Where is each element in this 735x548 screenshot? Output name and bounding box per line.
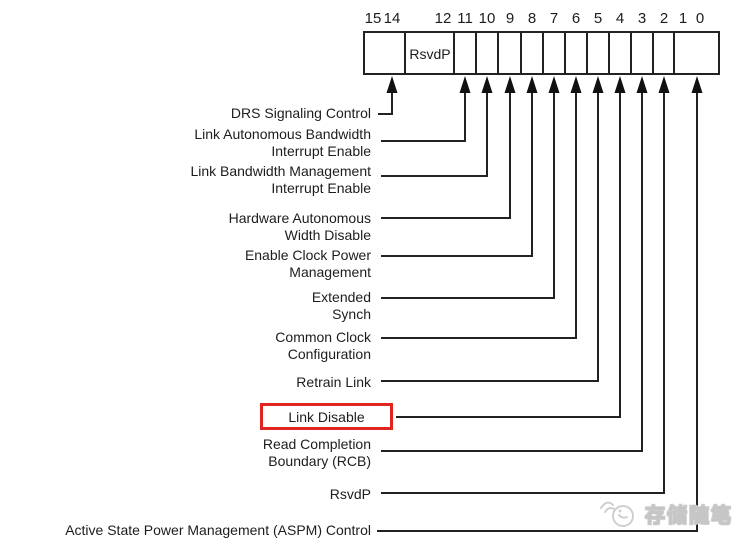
bit-number-15: 15 bbox=[364, 10, 382, 27]
bit-number-3: 3 bbox=[637, 10, 647, 27]
connector-drs-signaling-control bbox=[378, 93, 393, 115]
bit-number-1: 1 bbox=[678, 10, 688, 27]
bit-number-11: 11 bbox=[457, 10, 473, 27]
field-label-line: RsvdP bbox=[329, 486, 371, 502]
connector-link-autonomous-bandwidth bbox=[381, 93, 466, 142]
register-box bbox=[363, 31, 720, 75]
field-link-autonomous-bandwidth-interrupt-enable: Link Autonomous Bandwidth Interrupt Enab… bbox=[0, 126, 371, 160]
arrowhead-bit5 bbox=[592, 76, 604, 93]
field-connectors bbox=[377, 93, 698, 532]
watermark: 存储随笔 bbox=[597, 496, 733, 530]
field-link-disable-highlight-box: Link Disable bbox=[260, 403, 393, 430]
arrowhead-bit9 bbox=[504, 76, 516, 93]
field-label-line: Link Autonomous Bandwidth bbox=[194, 126, 371, 142]
bit-number-14: 14 bbox=[383, 10, 401, 27]
field-label-line: Common Clock bbox=[275, 329, 371, 345]
bit-number-7: 7 bbox=[549, 10, 559, 27]
connector-read-completion-boundary bbox=[381, 93, 643, 452]
field-label-line: Interrupt Enable bbox=[271, 180, 371, 196]
connector-extended-synch bbox=[381, 93, 555, 299]
bit-number-0: 0 bbox=[695, 10, 705, 27]
arrowhead-bit10 bbox=[481, 76, 493, 93]
field-label-line: Link Bandwidth Management bbox=[190, 163, 371, 179]
field-label-line: Management bbox=[289, 264, 371, 280]
connector-link-disable bbox=[396, 93, 621, 418]
field-enable-clock-power-management: Enable Clock Power Management bbox=[0, 247, 371, 281]
field-label-line: Boundary (RCB) bbox=[268, 453, 371, 469]
arrowhead-bit4 bbox=[614, 76, 626, 93]
bit-number-12: 12 bbox=[434, 10, 452, 27]
bit-number-8: 8 bbox=[527, 10, 537, 27]
arrowhead-bit8 bbox=[526, 76, 538, 93]
field-label-line: Hardware Autonomous bbox=[228, 210, 371, 226]
field-label-line: Synch bbox=[332, 306, 371, 322]
connector-enable-clock-power-management bbox=[381, 93, 533, 257]
connector-link-bandwidth-management bbox=[381, 93, 488, 177]
arrowhead-bit14 bbox=[386, 76, 398, 93]
bit-number-5: 5 bbox=[593, 10, 603, 27]
bit-number-6: 6 bbox=[571, 10, 581, 27]
field-retrain-link: Retrain Link bbox=[0, 374, 371, 391]
field-label-line: Enable Clock Power bbox=[244, 247, 371, 263]
field-rsvdp: RsvdP bbox=[0, 486, 371, 503]
arrowhead-bit6 bbox=[570, 76, 582, 93]
field-hardware-autonomous-width-disable: Hardware Autonomous Width Disable bbox=[0, 210, 371, 244]
field-aspm-control: Active State Power Management (ASPM) Con… bbox=[0, 522, 371, 539]
field-label-line: Extended bbox=[311, 289, 371, 305]
arrowhead-bit1-0 bbox=[691, 76, 703, 93]
watermark-text: 存储随笔 bbox=[645, 504, 733, 527]
connector-arrowheads bbox=[386, 76, 703, 93]
field-label-line: Retrain Link bbox=[296, 374, 371, 390]
bit-number-10: 10 bbox=[478, 10, 496, 27]
field-drs-signaling-control: DRS Signaling Control bbox=[0, 105, 371, 122]
arrowhead-bit3 bbox=[636, 76, 648, 93]
bit-number-9: 9 bbox=[505, 10, 515, 27]
connector-hardware-autonomous-width-disable bbox=[381, 93, 511, 219]
field-read-completion-boundary: Read Completion Boundary (RCB) bbox=[0, 436, 371, 470]
field-label-line: Configuration bbox=[287, 346, 371, 362]
field-common-clock-configuration: Common Clock Configuration bbox=[0, 329, 371, 363]
field-label-line: Interrupt Enable bbox=[271, 143, 371, 159]
field-link-bandwidth-management-interrupt-enable: Link Bandwidth Management Interrupt Enab… bbox=[0, 163, 371, 197]
arrowhead-bit11 bbox=[459, 76, 471, 93]
connector-retrain-link bbox=[381, 93, 599, 382]
bit-number-4: 4 bbox=[615, 10, 625, 27]
watermark-logo-icon bbox=[600, 501, 634, 527]
field-extended-synch: Extended Synch bbox=[0, 289, 371, 323]
field-label-line: Link Disable bbox=[288, 408, 365, 425]
arrowhead-bit2 bbox=[658, 76, 670, 93]
connector-rsvdp bbox=[381, 93, 665, 494]
field-label-line: Active State Power Management (ASPM) Con… bbox=[65, 522, 371, 538]
arrowhead-bit7 bbox=[548, 76, 560, 93]
connector-common-clock-configuration bbox=[381, 93, 577, 339]
register-cell-dividers bbox=[404, 32, 675, 74]
connector-aspm-control bbox=[377, 93, 698, 532]
field-label-line: Width Disable bbox=[284, 227, 371, 243]
reserved-cell-label: RsvdP bbox=[409, 46, 451, 62]
field-label-line: Read Completion bbox=[262, 436, 371, 452]
bit-number-2: 2 bbox=[659, 10, 669, 27]
field-label-line: DRS Signaling Control bbox=[230, 105, 371, 121]
